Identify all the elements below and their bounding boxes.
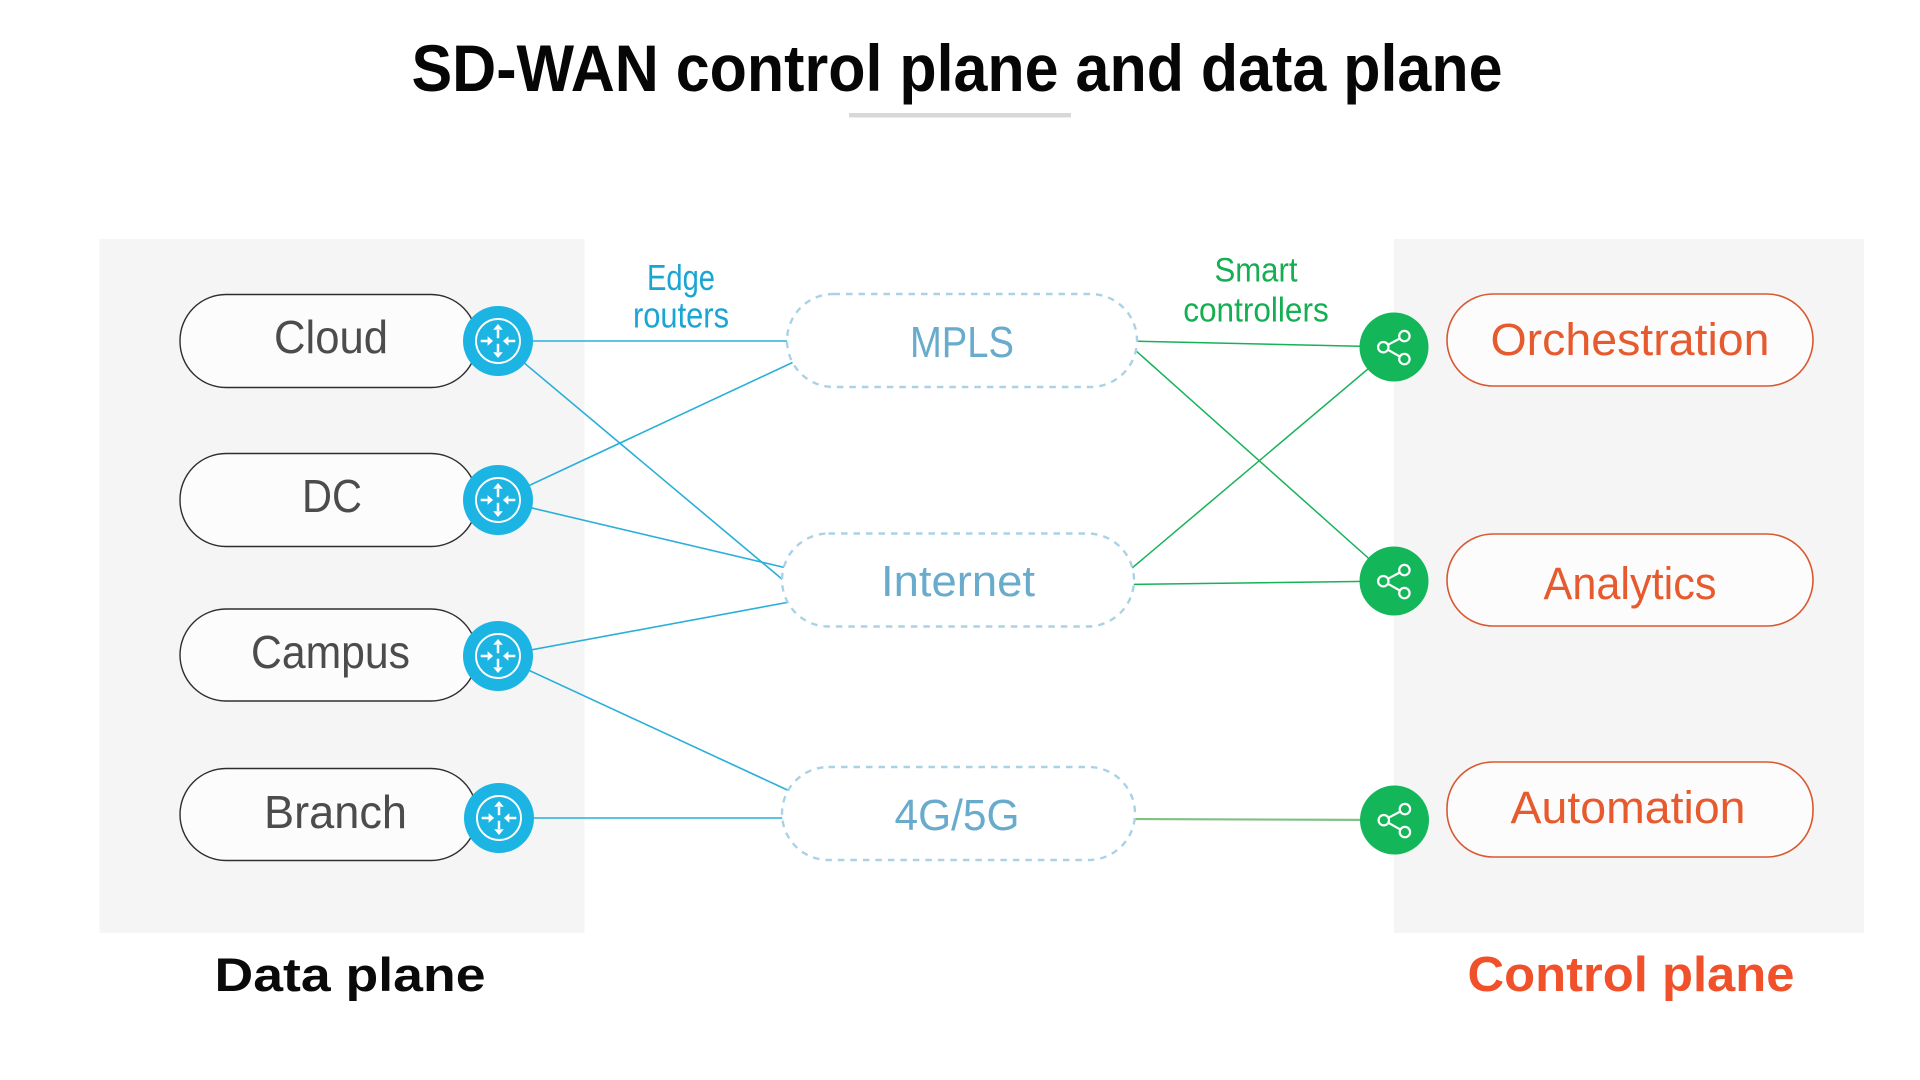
svg-text:Smart: Smart bbox=[1215, 252, 1298, 290]
svg-text:Analytics: Analytics bbox=[1544, 558, 1717, 609]
svg-text:Automation: Automation bbox=[1511, 782, 1746, 833]
svg-text:Data plane: Data plane bbox=[215, 948, 486, 1001]
svg-text:Edge: Edge bbox=[647, 257, 715, 298]
svg-text:Orchestration: Orchestration bbox=[1491, 314, 1770, 365]
svg-text:routers: routers bbox=[633, 295, 729, 336]
svg-text:MPLS: MPLS bbox=[910, 318, 1014, 367]
svg-text:controllers: controllers bbox=[1183, 292, 1329, 330]
svg-text:Control plane: Control plane bbox=[1468, 948, 1795, 1002]
svg-text:DC: DC bbox=[302, 470, 362, 522]
svg-text:4G/5G: 4G/5G bbox=[895, 791, 1020, 840]
svg-text:SD-WAN control plane and data: SD-WAN control plane and data plane bbox=[412, 31, 1503, 105]
svg-text:Campus: Campus bbox=[251, 626, 410, 678]
svg-text:Branch: Branch bbox=[264, 786, 407, 838]
svg-text:Internet: Internet bbox=[881, 557, 1035, 606]
svg-text:Cloud: Cloud bbox=[274, 311, 388, 363]
